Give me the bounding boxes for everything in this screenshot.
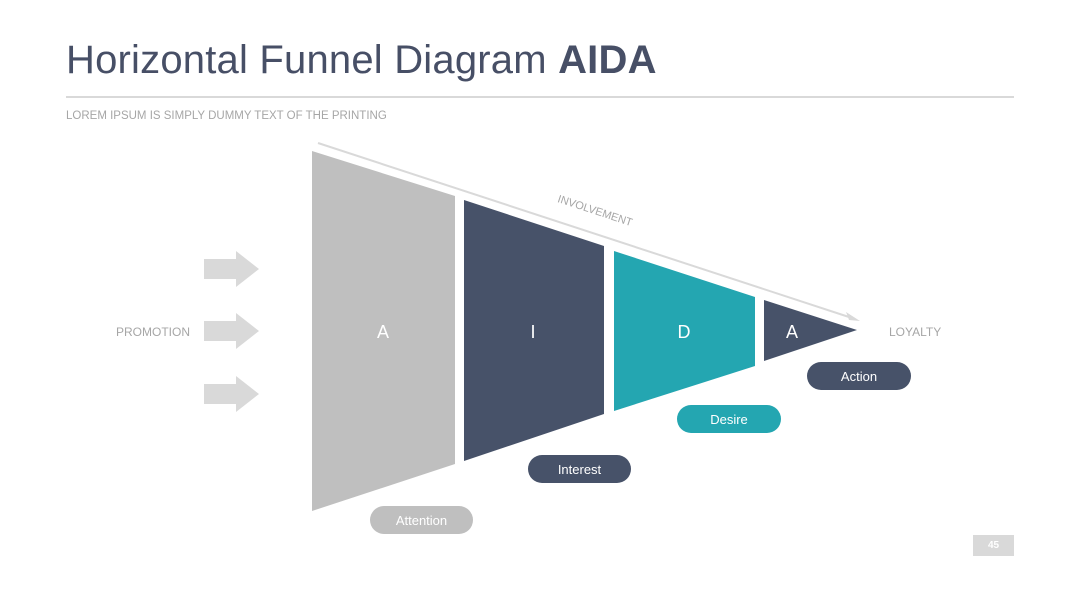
loyalty-label: LOYALTY (889, 325, 942, 339)
title-divider (66, 96, 1014, 98)
page-number: 45 (973, 535, 1014, 556)
stage-letter-interest: I (530, 322, 535, 342)
stage-letter-attention: A (377, 322, 389, 342)
stage-pill-action: Action (807, 362, 911, 390)
stage-interest-shape (464, 200, 604, 461)
promotion-arrow-3 (204, 376, 259, 412)
involvement-label: INVOLVEMENT (556, 193, 634, 229)
stage-action-shape (764, 300, 857, 361)
stage-pill-interest: Interest (528, 455, 631, 483)
stage-pill-attention: Attention (370, 506, 473, 534)
involvement-arrowhead (846, 312, 860, 321)
page-title-bold: AIDA (558, 38, 657, 82)
stage-attention-shape (312, 151, 455, 511)
page-title-main: Horizontal Funnel Diagram (66, 38, 547, 82)
stage-letter-action: A (786, 322, 798, 342)
involvement-line (317, 142, 853, 319)
promotion-label: PROMOTION (116, 325, 190, 339)
page-title: Horizontal Funnel Diagram AIDA (66, 38, 657, 83)
stage-letter-desire: D (678, 322, 691, 342)
page-subtitle: LOREM IPSUM IS SIMPLY DUMMY TEXT OF THE … (66, 110, 387, 122)
promotion-arrow-1 (204, 251, 259, 287)
stage-desire-shape (614, 251, 755, 411)
stage-pill-desire: Desire (677, 405, 781, 433)
promotion-arrow-2 (204, 313, 259, 349)
